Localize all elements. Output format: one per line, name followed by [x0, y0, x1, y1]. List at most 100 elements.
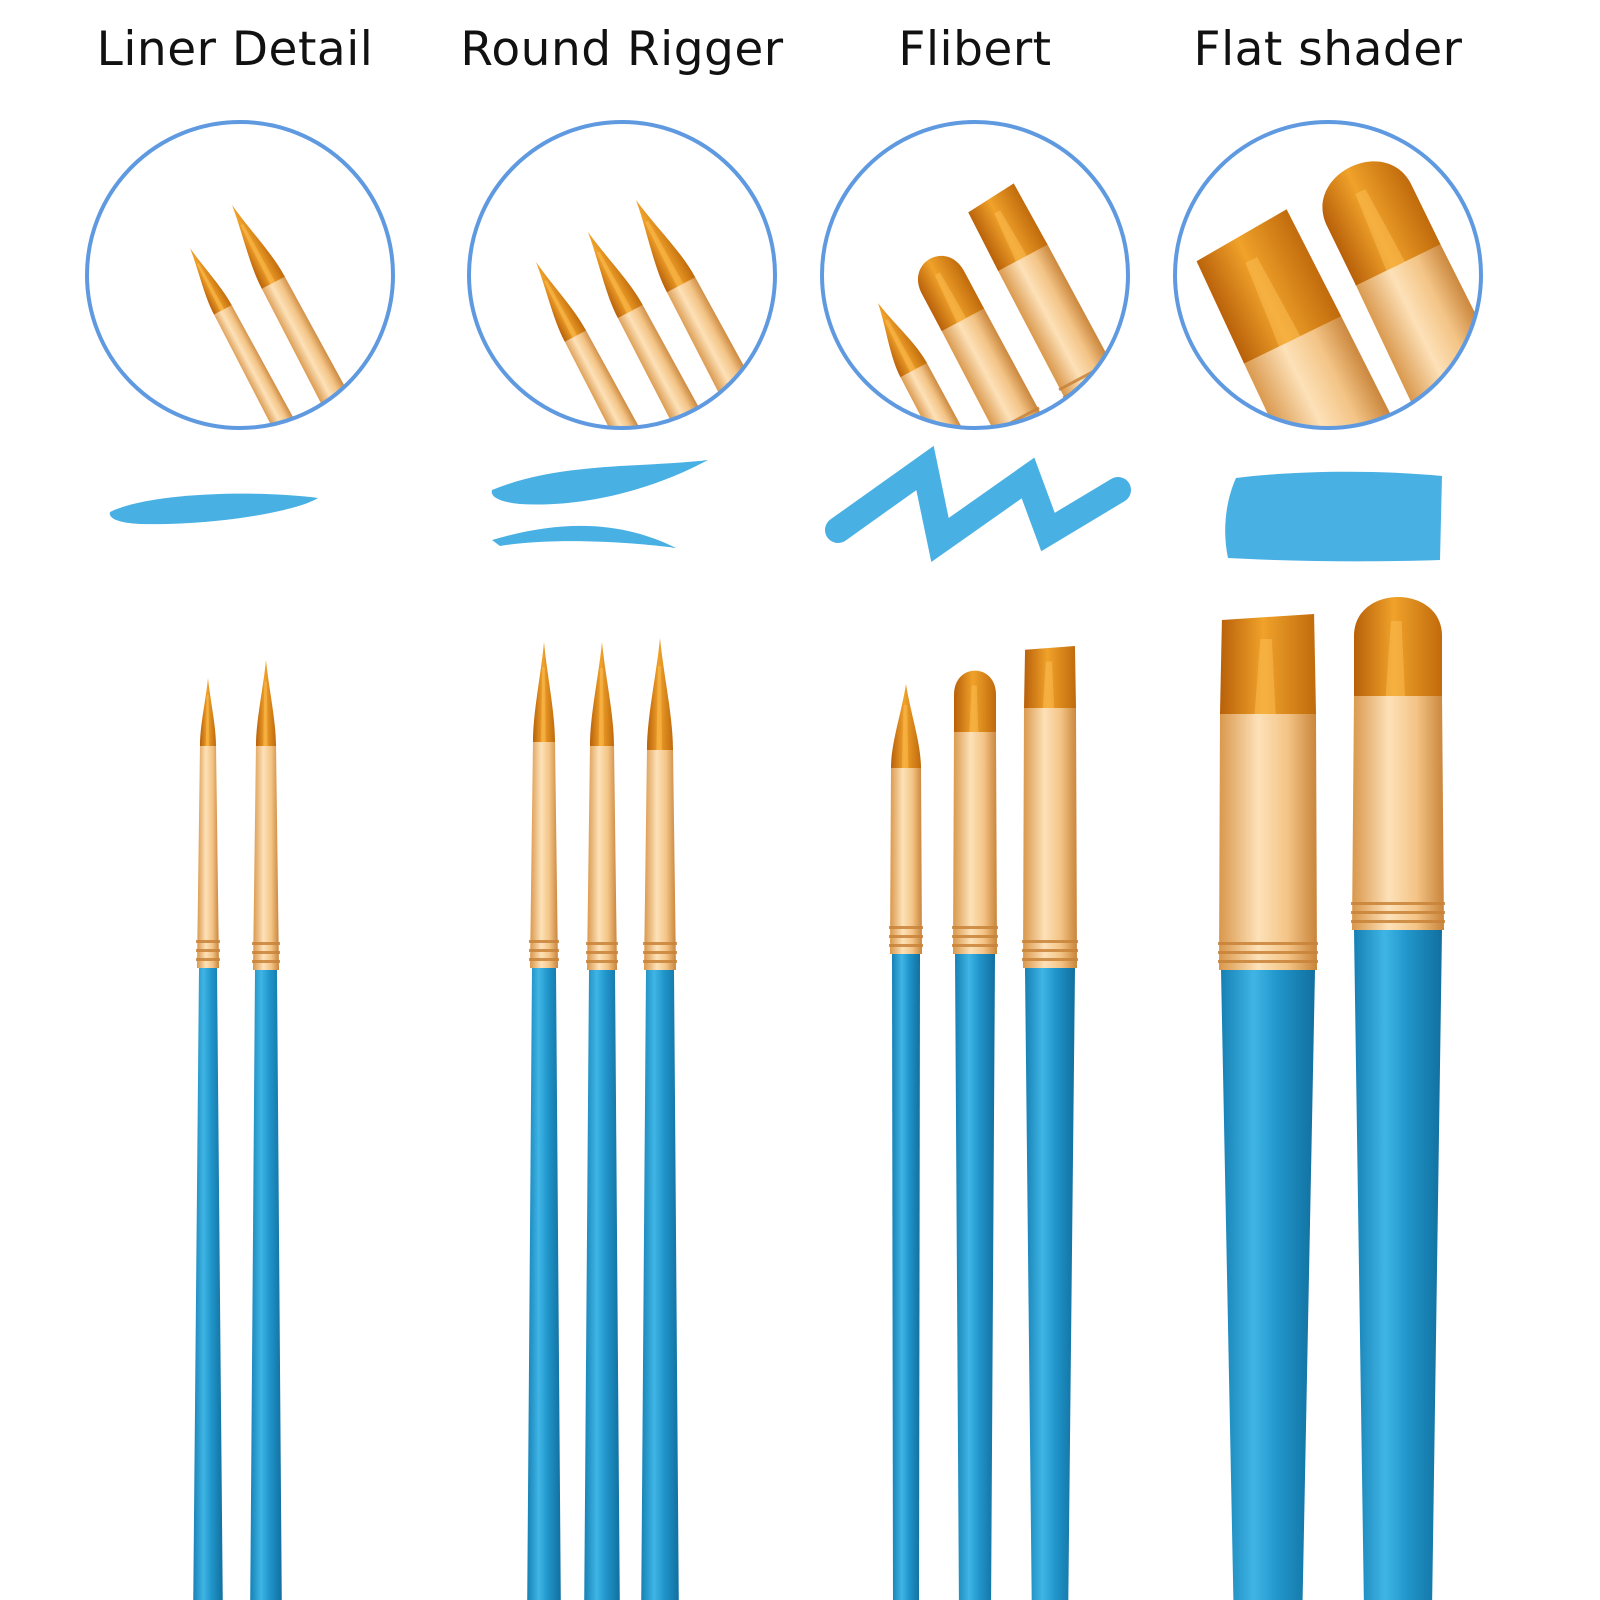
brush-bristles — [1196, 209, 1342, 364]
ferrule-ring — [643, 951, 677, 954]
brush-ferrule — [587, 744, 617, 970]
ferrule-ring — [615, 428, 643, 445]
brush-ferrule — [1023, 706, 1077, 968]
ferrule-ring — [952, 935, 998, 938]
ferrule-ring — [1351, 920, 1445, 923]
ferrule-ring — [1022, 958, 1078, 961]
ferrule-ring — [889, 926, 923, 929]
brush-handle — [641, 970, 679, 1600]
bristle-highlight — [263, 681, 268, 746]
brush-handle — [341, 426, 393, 428]
brush-ferrule — [530, 740, 558, 968]
ferrule-ring — [889, 944, 923, 947]
ferrule-ring — [946, 451, 977, 470]
ferrule-ring — [196, 949, 220, 952]
brush-ferrule — [644, 748, 676, 970]
bristle-highlight — [969, 685, 979, 732]
brush-handle — [1007, 432, 1145, 632]
ferrule-ring — [1218, 942, 1318, 945]
bristle-highlight — [196, 263, 225, 312]
brush-handle — [584, 970, 620, 1600]
bristle-highlight — [1355, 189, 1405, 271]
closeup-circle — [85, 120, 395, 430]
brush-bristles — [232, 205, 285, 289]
ferrule-ring — [252, 951, 280, 954]
paint-brush — [1022, 646, 1078, 1600]
paint-brush — [584, 642, 620, 1600]
brush-bristles — [536, 262, 587, 342]
paint-stroke-rigger-bottom — [492, 525, 676, 548]
brush-bristles — [200, 678, 216, 746]
ferrule-ring — [586, 942, 618, 945]
bristle-highlight — [884, 319, 916, 373]
paint-stroke-liner — [109, 493, 318, 525]
ferrule-ring — [952, 926, 998, 929]
brush-handle — [686, 436, 810, 629]
bristle-highlight — [544, 280, 578, 338]
brush-handle — [1354, 930, 1442, 1600]
brush-ferrule — [563, 328, 654, 428]
paint-brush — [889, 684, 923, 1600]
paint-brush — [641, 638, 679, 1600]
brush-handle — [287, 445, 404, 634]
paint-brush — [250, 660, 282, 1600]
ferrule-ring — [643, 942, 677, 945]
closeup-group — [536, 200, 810, 629]
ferrule-ring — [282, 436, 306, 451]
brush-bristles — [968, 183, 1048, 271]
brush-ferrule — [253, 744, 279, 970]
title-flibert: Flibert — [898, 22, 1052, 77]
brush-handle — [892, 954, 920, 1600]
paint-stroke-flibert — [825, 445, 1131, 563]
brush-bristles — [647, 638, 673, 750]
ferrule-ring — [252, 942, 280, 945]
ferrule-ring — [1218, 960, 1318, 963]
bristle-highlight — [596, 251, 633, 314]
brush-ferrule — [890, 766, 922, 954]
brush-bristles — [256, 660, 276, 746]
ferrule-ring — [529, 949, 559, 952]
brush-handle — [955, 954, 995, 1600]
brush-ferrule — [1219, 712, 1317, 970]
brush-bristles — [954, 670, 996, 732]
brush-ferrule — [197, 744, 219, 968]
brush-handle — [527, 968, 561, 1600]
brush-handle — [250, 970, 282, 1600]
paint-stroke-flat-shader — [1225, 471, 1442, 562]
closeup-circle — [820, 120, 1130, 430]
bristle-highlight — [1254, 639, 1276, 714]
ferrule-ring — [1022, 940, 1078, 943]
ferrule-ring — [586, 960, 618, 963]
brush-bristles — [590, 642, 614, 746]
ferrule-ring — [680, 427, 713, 428]
brush-handle — [1025, 968, 1075, 1600]
paint-stroke-rigger-top — [491, 460, 708, 505]
closeup-group — [190, 205, 404, 634]
paint-brush — [527, 642, 561, 1600]
brush-ferrule — [1352, 694, 1444, 930]
brush-ferrule — [953, 730, 997, 954]
brush-ferrule — [1243, 314, 1409, 428]
brush-bristles — [1024, 646, 1076, 708]
brush-handle — [1221, 970, 1315, 1600]
ferrule-ring — [252, 960, 280, 963]
ferrule-ring — [586, 951, 618, 954]
ferrule-ring — [730, 399, 765, 420]
paint-brush — [1218, 614, 1318, 1600]
ferrule-ring — [619, 436, 647, 453]
ferrule-ring — [196, 958, 220, 961]
ferrule-ring — [334, 416, 364, 428]
ferrule-ring — [950, 459, 981, 478]
ferrule-ring — [325, 400, 356, 419]
closeup-brush — [232, 205, 393, 428]
brush-bristles — [1220, 614, 1316, 714]
closeup-brush — [1196, 209, 1409, 428]
bristle-highlight — [934, 272, 967, 323]
brush-ferrule — [940, 306, 1051, 428]
ferrule-ring — [1218, 951, 1318, 954]
brush-bristles — [190, 248, 232, 315]
brush-bristles — [1354, 597, 1442, 696]
bristle-highlight — [656, 666, 663, 750]
